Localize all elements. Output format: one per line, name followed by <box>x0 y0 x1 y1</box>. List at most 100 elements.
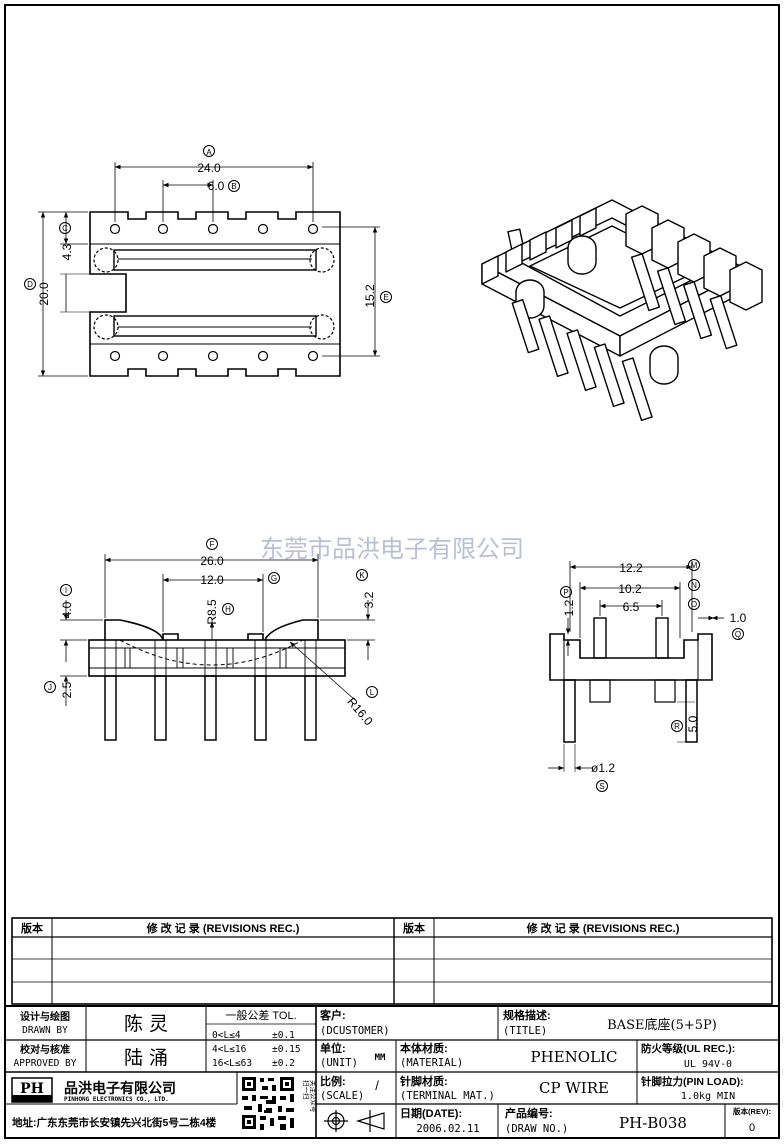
approver-name: 陆 涌 <box>124 1047 168 1069</box>
drawno-cn: 产品编号: <box>505 1106 553 1120</box>
balloon-C: C <box>62 224 68 233</box>
ul-cn: 防火等级(UL REC.): <box>641 1042 735 1055</box>
date-value: 2006.02.11 <box>416 1123 479 1135</box>
date-cn: 日期(DATE): <box>400 1106 462 1120</box>
dim-4-0: 4.0 <box>60 601 74 618</box>
side-view-labels: 12.2 M 10.2 N 6.5 O 1.2 P 1.0 Q 5.0 R ø1… <box>560 559 747 792</box>
balloon-A: A <box>206 148 212 157</box>
pinload-cn: 针脚拉力(PIN LOAD): <box>640 1075 744 1088</box>
balloon-D: D <box>27 280 33 289</box>
dim-26-0: 26.0 <box>200 554 224 568</box>
qr-caption-2: 关注公众号 <box>309 1080 318 1113</box>
company-name-en: PINHONG ELECTRONICS CO., LTD. <box>64 1096 169 1103</box>
approved-by-cn: 校对与核准 <box>20 1043 70 1056</box>
balloon-K: K <box>359 571 365 580</box>
tolerance-title: 一般公差 TOL. <box>225 1008 296 1022</box>
tol-range-3: 16<L≤63 <box>212 1058 252 1069</box>
balloon-N: N <box>691 581 697 590</box>
title-block-left: 设计与绘图 DRAWN BY 陈 灵 校对与核准 APPROVED BY 陆 涌… <box>11 1008 318 1131</box>
terminal-value: CP WIRE <box>539 1079 609 1097</box>
qr-caption: 扫一扫 <box>302 1080 311 1100</box>
dim-3-2: 3.2 <box>362 591 376 608</box>
balloon-G: G <box>271 574 277 583</box>
revision-table <box>11 917 773 1005</box>
dim-dia-1-2: ø1.2 <box>591 761 615 775</box>
tol-val-2: ±0.15 <box>272 1044 301 1055</box>
designed-by-en: DRAWN BY <box>22 1025 68 1036</box>
unit-cn: 单位: <box>320 1041 346 1055</box>
dim-4-3: 4.3 <box>60 243 74 260</box>
balloon-R: R <box>674 722 680 731</box>
unit-en: (UNIT) <box>320 1057 358 1069</box>
balloon-J: J <box>48 683 52 692</box>
material-value: PHENOLIC <box>531 1048 618 1066</box>
isometric-view <box>481 199 763 422</box>
dim-2-5: 2.5 <box>60 681 74 698</box>
company-logo: PH <box>11 1077 53 1103</box>
title-block-grid <box>4 1005 780 1139</box>
dim-r16-0: R16.0 <box>344 695 376 729</box>
dim-5-0: 5.0 <box>686 715 700 732</box>
material-en: (MATERIAL) <box>400 1057 463 1069</box>
customer-en: (DCUSTOMER) <box>320 1025 390 1037</box>
sheet-border <box>4 4 780 1139</box>
drawno-en: (DRAW NO.) <box>505 1123 568 1135</box>
designer-name: 陈 灵 <box>124 1013 168 1035</box>
watermark: 东莞市品洪电子有限公司 <box>260 536 524 563</box>
customer-cn: 客户: <box>319 1008 346 1022</box>
rev-col-record-1: 修 改 记 录 (REVISIONS REC.) <box>146 921 300 935</box>
tol-range-1: 0<L≤4 <box>212 1030 241 1041</box>
balloon-L: L <box>370 688 375 697</box>
terminal-cn: 针脚材质: <box>400 1074 448 1088</box>
balloon-S: S <box>599 782 604 791</box>
title-cn: 规格描述: <box>503 1008 551 1022</box>
tol-val-1: ±0.1 <box>272 1030 295 1041</box>
top-view <box>38 162 380 377</box>
balloon-I: I <box>65 586 67 595</box>
side-view <box>548 561 724 772</box>
ul-value: UL 94V-0 <box>684 1059 732 1070</box>
terminal-en: (TERMINAL MAT.) <box>400 1090 495 1102</box>
title-en: (TITLE) <box>503 1025 547 1037</box>
dim-1-0: 1.0 <box>730 611 747 625</box>
rev-col-version-1: 版本 <box>21 921 43 935</box>
designed-by-cn: 设计与绘图 <box>20 1010 70 1023</box>
qr-code-icon <box>240 1075 296 1131</box>
front-view <box>60 554 375 741</box>
balloon-F: F <box>210 540 215 549</box>
balloon-M: M <box>691 561 698 570</box>
scale-cn: 比例: <box>320 1074 346 1088</box>
dim-6-5: 6.5 <box>623 600 640 614</box>
dim-r8-5: R8.5 <box>205 599 219 625</box>
dim-6-0: 6.0 <box>208 179 225 193</box>
rev-cn: 版本(REV): <box>732 1106 771 1116</box>
dim-15-2: 15.2 <box>363 284 377 308</box>
balloon-H: H <box>225 605 231 614</box>
revision-headers: 版本 修 改 记 录 (REVISIONS REC.) 版本 修 改 记 录 (… <box>21 921 680 935</box>
balloon-B: B <box>231 182 236 191</box>
tol-range-2: 4<L≤16 <box>212 1044 247 1055</box>
top-view-labels: 24.0 A 6.0 B 20.0 D 4.3 C 15.2 E <box>24 145 392 308</box>
projection-symbol-icon <box>324 1110 385 1132</box>
rev-col-version-2: 版本 <box>403 921 425 935</box>
approved-by-en: APPROVED BY <box>14 1058 77 1069</box>
pinload-value: 1.0kg MIN <box>681 1091 735 1102</box>
scale-value: / <box>375 1078 379 1093</box>
title-value: BASE底座(5+5P) <box>607 1017 717 1033</box>
tol-val-3: ±0.2 <box>272 1058 295 1069</box>
material-cn: 本体材质: <box>400 1041 448 1055</box>
drawno-value: PH-B038 <box>619 1114 687 1132</box>
front-view-labels: 26.0 F 12.0 G R8.5 H 4.0 I 2.5 J 3.2 K R… <box>44 538 378 729</box>
logo-letters: PH <box>20 1081 44 1097</box>
rev-value: 0 <box>749 1122 755 1134</box>
balloon-P: P <box>563 588 568 597</box>
balloon-E: E <box>383 293 388 302</box>
dim-24-0: 24.0 <box>197 161 221 175</box>
rev-col-record-2: 修 改 记 录 (REVISIONS REC.) <box>526 921 680 935</box>
company-name-cn: 品洪电子有限公司 <box>64 1080 176 1096</box>
scale-en: (SCALE) <box>320 1090 364 1102</box>
dim-12-0: 12.0 <box>200 573 224 587</box>
dim-20-0: 20.0 <box>37 282 51 306</box>
company-address: 地址:广东东莞市长安镇先兴北街5号二栋4楼 <box>12 1116 217 1129</box>
